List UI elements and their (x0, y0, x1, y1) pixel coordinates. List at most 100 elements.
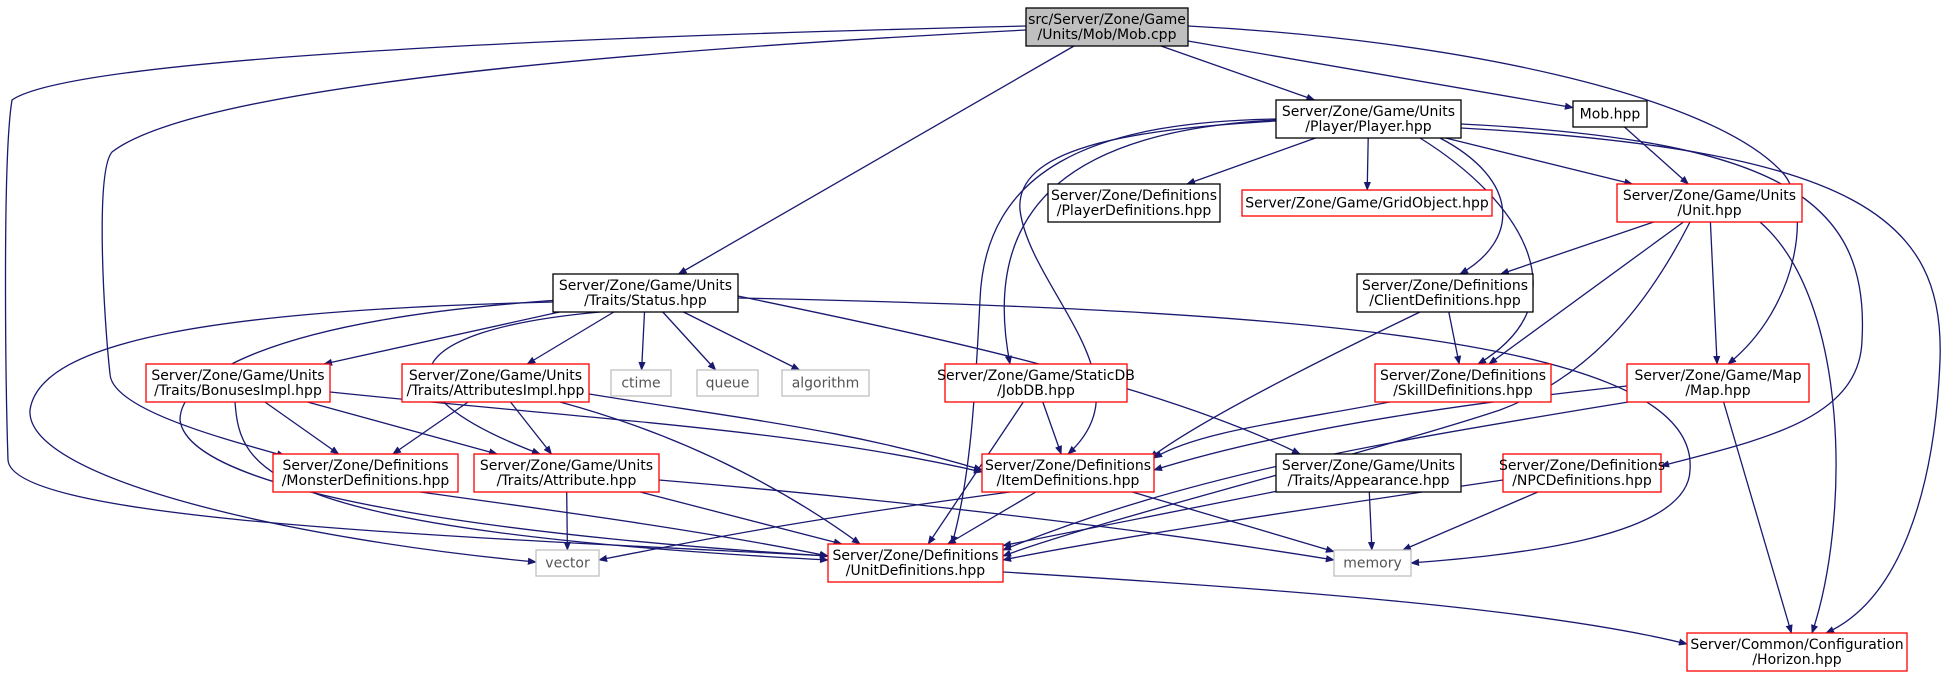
node-box (145, 363, 331, 403)
node-label-line: /Traits/BonusesImpl.hpp (154, 383, 322, 399)
node-label-line: queue (706, 376, 750, 392)
node-box (696, 369, 759, 397)
edge-player_hpp-to-job_db (1003, 119, 1277, 365)
edge-player_hpp-to-unit_hpp (1445, 137, 1634, 186)
edge-appearance_hpp-to-unit_definitions (1002, 490, 1277, 548)
edge-attributes_impl-to-monster_definitions (392, 401, 469, 455)
edge-player_hpp-to-player_definitions (1186, 137, 1316, 185)
edge-status_hpp-to-queue (662, 311, 717, 371)
node-label-line: Server/Zone/Game/Units (1282, 458, 1455, 474)
edge-monster_definitions-to-unit_definitions (419, 491, 829, 558)
edge-unit_hpp-to-map_hpp (1709, 221, 1721, 365)
node-map_hpp[interactable]: Server/Zone/Game/Map/Map.hpp (1626, 363, 1810, 403)
node-box (1374, 363, 1552, 403)
node-label-line: /Traits/Appearance.hpp (1287, 473, 1449, 489)
node-unit_hpp[interactable]: Server/Zone/Game/Units/Unit.hpp (1616, 183, 1803, 223)
node-mob_hpp[interactable]: Mob.hpp (1572, 100, 1648, 128)
node-box (1047, 183, 1221, 223)
edge-mob_cpp-to-player_hpp (1160, 45, 1316, 101)
node-label-line: Server/Zone/Game/Units (151, 368, 324, 384)
node-appearance_hpp[interactable]: Server/Zone/Game/Units/Traits/Appearance… (1275, 453, 1462, 493)
edge-player_hpp-to-grid_object (1363, 137, 1371, 191)
node-algorithm[interactable]: algorithm (781, 369, 870, 397)
edge-mob_cpp-to-mob_hpp (1187, 40, 1574, 110)
node-label-line: Server/Zone/Game/Units (409, 368, 582, 384)
node-npc_definitions[interactable]: Server/Zone/Definitions/NPCDefinitions.h… (1499, 453, 1665, 493)
edge-attribute_hpp-to-memory (658, 479, 1335, 563)
node-player_hpp[interactable]: Server/Zone/Game/Units/Player/Player.hpp (1275, 99, 1462, 139)
node-label-line: /ClientDefinitions.hpp (1369, 293, 1521, 309)
node-label-line: Server/Zone/Definitions (282, 458, 448, 474)
node-label-line: Server/Zone/Game/GridObject.hpp (1245, 196, 1489, 212)
node-label-line: /UnitDefinitions.hpp (846, 563, 986, 579)
node-queue[interactable]: queue (696, 369, 759, 397)
node-box (1025, 7, 1189, 47)
node-ctime[interactable]: ctime (610, 369, 672, 397)
node-label-line: Server/Zone/Game/Units (559, 278, 732, 294)
node-label-line: Server/Zone/Definitions (832, 548, 998, 564)
node-status_hpp[interactable]: Server/Zone/Game/Units/Traits/Status.hpp (552, 273, 739, 313)
node-label-line: /ItemDefinitions.hpp (997, 473, 1140, 489)
node-attributes_impl[interactable]: Server/Zone/Game/Units/Traits/Attributes… (401, 363, 590, 403)
node-unit_definitions[interactable]: Server/Zone/Definitions/UnitDefinitions.… (827, 543, 1004, 583)
edge-npc_definitions-to-memory (1401, 491, 1539, 551)
edge-status_hpp-to-attributes_impl (526, 311, 615, 365)
node-box (610, 369, 672, 397)
node-label-line: Server/Common/Configuration (1690, 637, 1903, 653)
node-label-line: Server/Zone/Game/Units (1623, 188, 1796, 204)
edge-mob_cpp-to-status_hpp (677, 45, 1075, 275)
node-label-line: /Traits/Status.hpp (584, 293, 707, 309)
edge-unit_hpp-to-horizon_hpp (1759, 221, 1837, 634)
edge-layer (4, 25, 1941, 646)
edge-status_hpp-to-bonuses_impl (323, 311, 560, 366)
edge-bonuses_impl-to-attribute_hpp (307, 401, 498, 456)
node-label-line: Server/Zone/Game/Units (1282, 104, 1455, 120)
node-vector[interactable]: vector (535, 549, 600, 577)
edge-player_hpp-to-npc_definitions (1460, 123, 1864, 468)
edge-bonuses_impl-to-item_definitions (329, 391, 983, 474)
node-box (1502, 453, 1662, 493)
node-bonuses_impl[interactable]: Server/Zone/Game/Units/Traits/BonusesImp… (145, 363, 331, 403)
node-layer: src/Server/Zone/Game/Units/Mob/Mob.cppSe… (145, 7, 1908, 672)
node-box (1626, 363, 1810, 403)
node-label-line: /SkillDefinitions.hpp (1393, 383, 1533, 399)
node-label-line: vector (545, 556, 590, 572)
node-label-line: /PlayerDefinitions.hpp (1057, 203, 1212, 219)
node-monster_definitions[interactable]: Server/Zone/Definitions/MonsterDefinitio… (272, 453, 459, 493)
node-label-line: src/Server/Zone/Game (1028, 12, 1186, 28)
node-mob_cpp[interactable]: src/Server/Zone/Game/Units/Mob/Mob.cpp (1025, 7, 1189, 47)
node-job_db[interactable]: Server/Zone/Game/StaticDB/JobDB.hpp (937, 363, 1135, 403)
edge-mob_cpp-to-monster_definitions (101, 29, 1027, 458)
node-grid_object[interactable]: Server/Zone/Game/GridObject.hpp (1241, 189, 1493, 217)
node-skill_definitions[interactable]: Server/Zone/Definitions/SkillDefinitions… (1374, 363, 1552, 403)
node-attribute_hpp[interactable]: Server/Zone/Game/Units/Traits/Attribute.… (473, 453, 660, 493)
edge-job_db-to-item_definitions (1042, 401, 1062, 455)
node-memory[interactable]: memory (1333, 549, 1412, 577)
edge-map_hpp-to-horizon_hpp (1722, 401, 1793, 634)
edge-skill_definitions-to-item_definitions (1153, 399, 1401, 459)
node-item_definitions[interactable]: Server/Zone/Definitions/ItemDefinitions.… (981, 453, 1155, 493)
edge-appearance_hpp-to-memory (1367, 491, 1376, 551)
node-box (827, 543, 1004, 583)
edge-status_hpp-to-unit_definitions (179, 299, 829, 560)
edge-bonuses_impl-to-monster_definitions (264, 401, 340, 455)
node-box (401, 363, 590, 403)
node-horizon_hpp[interactable]: Server/Common/Configuration/Horizon.hpp (1686, 632, 1908, 672)
edge-item_definitions-to-memory (1132, 491, 1335, 553)
node-box (1241, 189, 1493, 217)
node-label-line: Server/Zone/Definitions (985, 458, 1151, 474)
node-player_definitions[interactable]: Server/Zone/Definitions/PlayerDefinition… (1047, 183, 1221, 223)
edge-bonuses_impl-to-unit_definitions (234, 401, 829, 564)
node-label-line: /Traits/AttributesImpl.hpp (407, 383, 585, 399)
node-label-line: /Traits/Attribute.hpp (497, 473, 637, 489)
node-label-line: Server/Zone/Game/StaticDB (937, 368, 1135, 384)
node-label-line: Server/Zone/Definitions (1380, 368, 1546, 384)
node-box (781, 369, 870, 397)
edge-player_hpp-to-horizon_hpp (1460, 127, 1941, 634)
node-client_definitions[interactable]: Server/Zone/Definitions/ClientDefinition… (1356, 273, 1534, 313)
node-label-line: /Horizon.hpp (1752, 652, 1841, 668)
node-box (1275, 453, 1462, 493)
node-box (473, 453, 660, 493)
edge-unit_hpp-to-client_definitions (1499, 221, 1654, 275)
